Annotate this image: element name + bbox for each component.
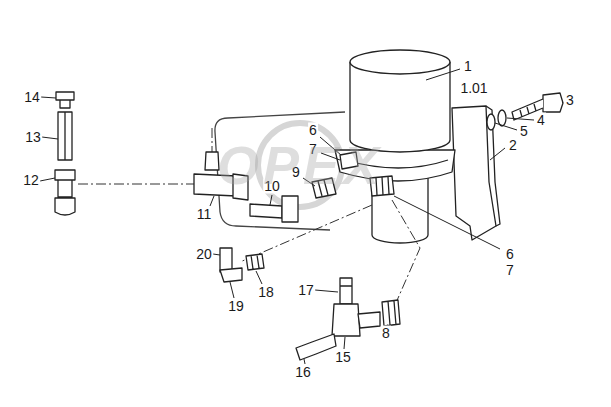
callout-number: 4 (536, 113, 546, 128)
assembly-line (78, 128, 420, 305)
callout-number: 7 (505, 263, 515, 278)
callout-number: 13 (24, 130, 42, 145)
washer (498, 110, 506, 126)
elbow-fitting (250, 204, 282, 218)
bolt-head (543, 93, 563, 112)
coupling (58, 112, 72, 160)
callout-number: 16 (294, 365, 312, 380)
nipple (340, 278, 352, 304)
callout-number: 6 (505, 247, 515, 262)
callout-number: 12 (22, 173, 40, 188)
elbow-fitting (220, 248, 232, 272)
callout-number: 11 (196, 207, 213, 222)
tee-fitting (205, 152, 219, 170)
callout-number: 20 (195, 247, 213, 262)
tee-fitting (332, 304, 360, 336)
union-fitting (382, 300, 400, 326)
callout-number: 15 (334, 350, 352, 365)
nipple (56, 92, 74, 108)
fitting (55, 170, 75, 215)
elbow-fitting (296, 334, 336, 360)
callout-number: 8 (381, 326, 391, 341)
callout-number: 1.01 (459, 81, 488, 96)
callout-number: 3 (565, 93, 575, 108)
callout-number: 2 (508, 138, 518, 153)
callout-number: 17 (297, 283, 315, 298)
callout-number: 19 (227, 299, 245, 314)
callout-number: 18 (257, 285, 275, 300)
callout-number: 1 (463, 59, 473, 74)
washer (487, 114, 495, 130)
nipple (246, 254, 264, 270)
bracket (452, 106, 496, 240)
watermark: OPEX (217, 134, 383, 196)
callout-number: 5 (519, 124, 529, 139)
leader-line (40, 69, 563, 364)
callout-number: 14 (23, 90, 41, 105)
